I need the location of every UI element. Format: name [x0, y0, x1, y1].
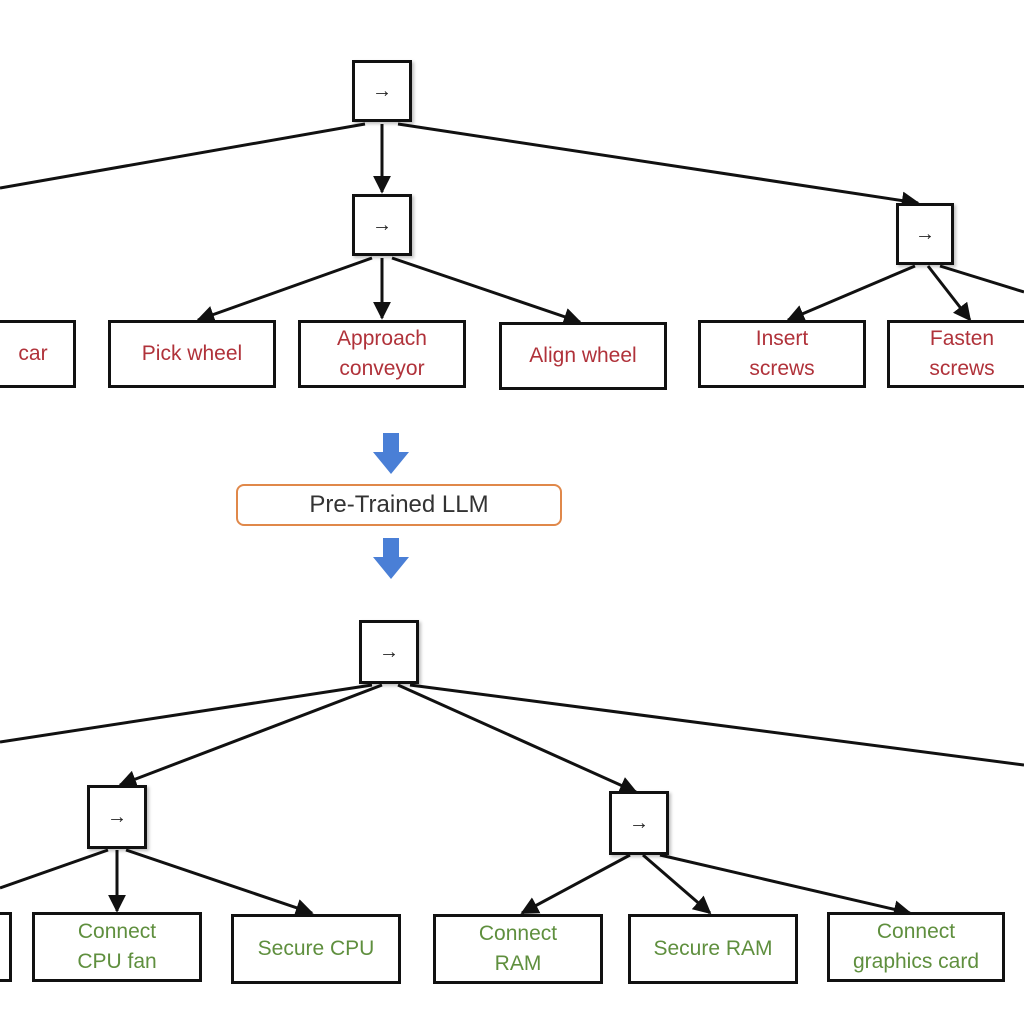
sequence-arrow-icon: → — [629, 811, 649, 834]
leaf-secure-cpu: Secure CPU — [231, 914, 401, 984]
leaf-align-wheel: Align wheel — [499, 322, 667, 390]
leaf-secure-ram: Secure RAM — [628, 914, 798, 984]
edge-a-cpu — [125, 848, 314, 917]
leaf-approach-conveyor: Approach conveyor — [298, 320, 466, 388]
top-root-sequence-node: → — [352, 60, 412, 122]
edge-root2-right — [409, 683, 1024, 767]
edge-mid-pick — [196, 256, 373, 324]
flow-arrow-down-1 — [373, 433, 409, 474]
top-mid-sequence-node: → — [352, 194, 412, 256]
edge-root2-left — [0, 683, 373, 744]
bottom-left-sequence-node: → — [87, 785, 147, 849]
leaf-connect-graphics-card: Connect graphics card — [827, 912, 1005, 982]
edge-b-ram — [520, 853, 631, 915]
leaf-car: car — [0, 320, 76, 388]
leaf-pick-wheel: Pick wheel — [108, 320, 276, 388]
sequence-arrow-icon: → — [915, 222, 935, 245]
edge-root2-b — [397, 683, 638, 794]
bottom-tree-edges — [0, 683, 1024, 919]
flow-arrows — [373, 433, 409, 579]
edge-root-left — [0, 122, 366, 190]
leaf-insert-screws: Insert screws — [698, 320, 866, 388]
sequence-arrow-icon: → — [372, 213, 392, 236]
sequence-arrow-icon: → — [107, 805, 127, 828]
pretrained-llm-box: Pre-Trained LLM — [236, 484, 562, 526]
bottom-right-sequence-node: → — [609, 791, 669, 855]
leaf-fasten-screws: Fasten screws — [887, 320, 1024, 388]
edge-mid-align — [391, 256, 582, 326]
edge-root2-a — [118, 683, 383, 788]
bottom-root-sequence-node: → — [359, 620, 419, 684]
top-tree-edges — [0, 122, 1024, 326]
edge-b-gpu — [659, 853, 912, 919]
edge-b-secram — [642, 853, 712, 915]
edge-right-offscreen — [939, 264, 1024, 294]
leaf-connect-ram: Connect RAM — [433, 914, 603, 984]
leaf-offscreen-partial — [0, 912, 12, 982]
top-right-sequence-node: → — [896, 203, 954, 265]
flow-arrow-down-2 — [373, 538, 409, 579]
edge-right-insert — [786, 264, 916, 322]
leaf-connect-cpu-fan: Connect CPU fan — [32, 912, 202, 982]
edge-right-fasten — [926, 265, 972, 322]
sequence-arrow-icon: → — [379, 640, 399, 663]
sequence-arrow-icon: → — [372, 79, 392, 102]
edge-root-right — [397, 122, 920, 210]
edge-a-left — [0, 848, 109, 890]
llm-label: Pre-Trained LLM — [309, 491, 489, 518]
